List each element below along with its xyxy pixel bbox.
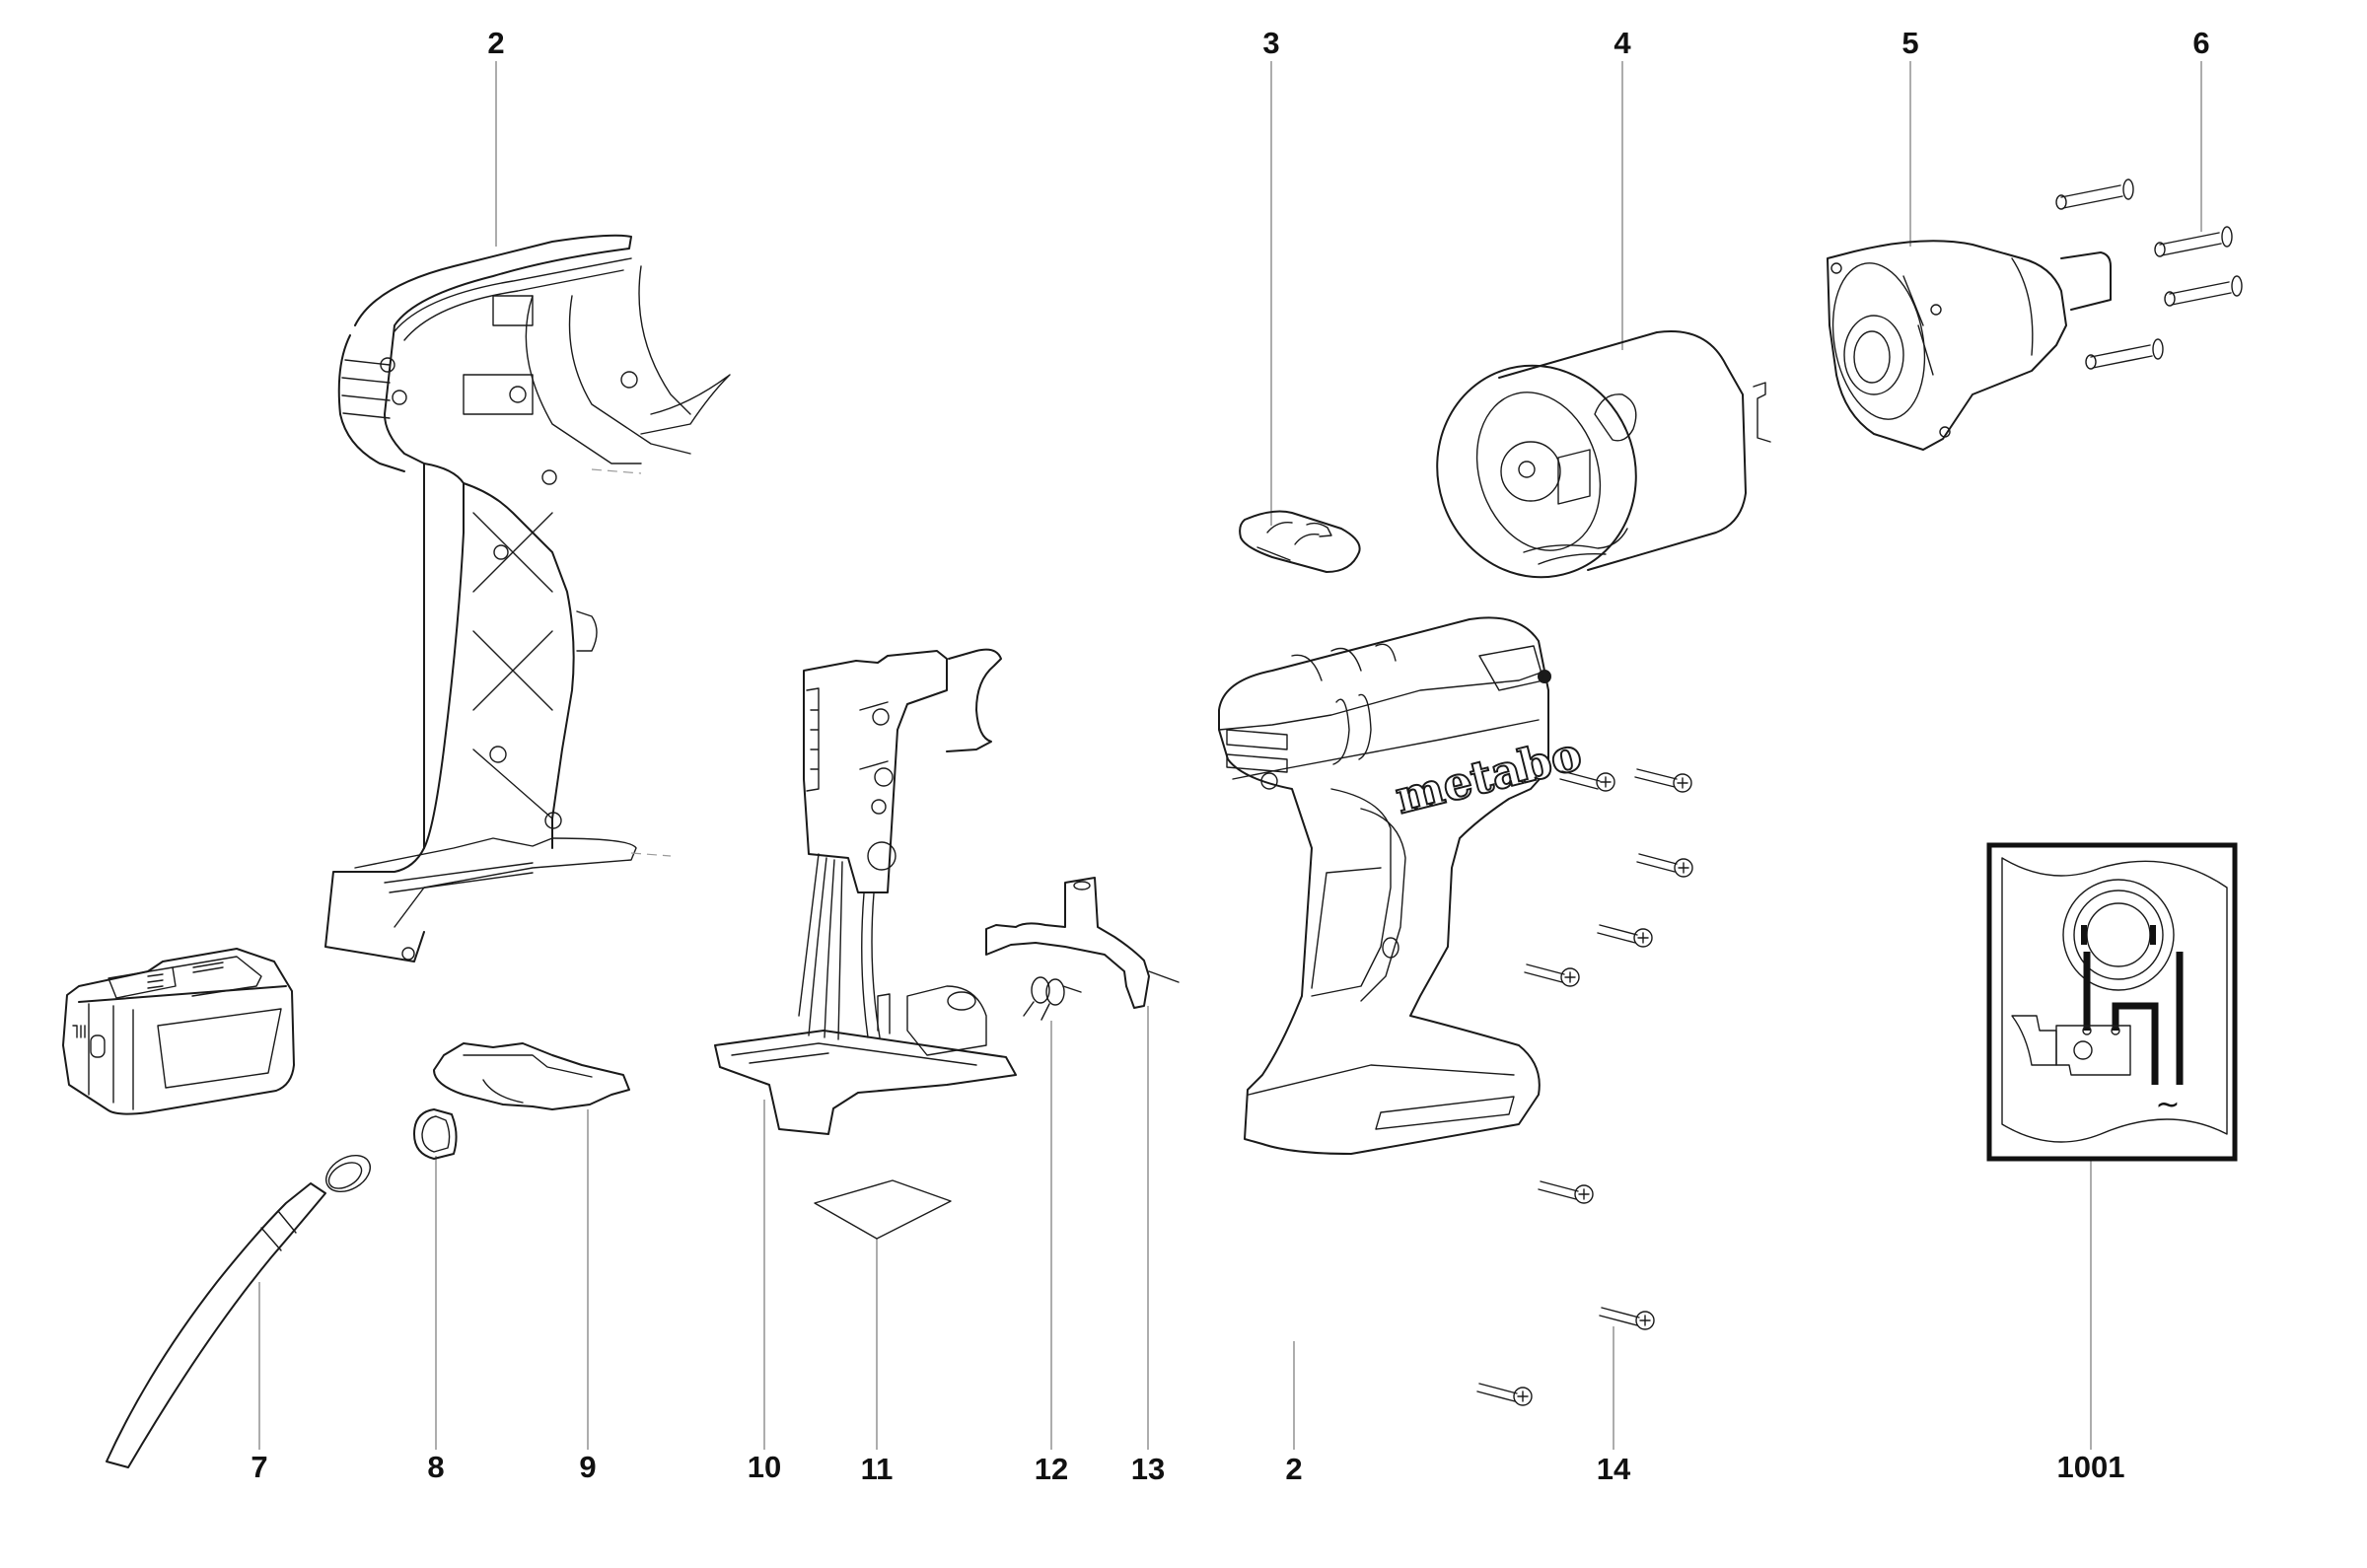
screw bbox=[2154, 226, 2233, 257]
ac-symbol: ~ bbox=[2155, 1088, 2180, 1122]
direction-lever bbox=[985, 877, 1180, 1450]
screw bbox=[2085, 338, 2164, 370]
battery-pack bbox=[62, 948, 295, 1115]
label-14-housing-screws: 14 bbox=[1597, 1452, 1631, 1486]
label-8-ring: 8 bbox=[427, 1450, 444, 1484]
label-7-wrist-strap: 7 bbox=[251, 1450, 267, 1484]
screw bbox=[1524, 963, 1580, 987]
screw bbox=[1597, 924, 1653, 948]
screw bbox=[2164, 275, 2243, 307]
housing-right-half: metabo bbox=[1218, 616, 1588, 1450]
torsion-spring bbox=[1023, 976, 1082, 1450]
wrist-strap bbox=[106, 1154, 371, 1468]
motor bbox=[1436, 61, 1771, 579]
label-12-spring: 12 bbox=[1035, 1452, 1068, 1486]
gearbox-screws bbox=[2055, 61, 2243, 370]
screw bbox=[2055, 178, 2134, 210]
housing-screws bbox=[1476, 768, 1693, 1450]
wiring-diagram-inset: ~ bbox=[1986, 842, 2238, 1450]
brush-cap-part bbox=[1239, 61, 1361, 573]
label-10-switch: 10 bbox=[748, 1450, 781, 1484]
label-11-rating-label: 11 bbox=[861, 1452, 894, 1486]
label-1001-wiring: 1001 bbox=[2057, 1450, 2125, 1484]
housing-left-half bbox=[324, 61, 731, 962]
part-numbers: 2 3 4 5 6 7 8 9 10 11 12 13 2 14 1001 bbox=[251, 26, 2209, 1486]
label-5-gearbox: 5 bbox=[1901, 26, 1918, 60]
belt-clip bbox=[433, 1042, 630, 1450]
label-4-motor: 4 bbox=[1614, 26, 1631, 60]
strap-ring bbox=[413, 1108, 458, 1450]
rating-label bbox=[814, 1179, 952, 1450]
label-2-housing-right: 2 bbox=[1285, 1452, 1302, 1486]
screw bbox=[1538, 1180, 1594, 1204]
metabo-logo: metabo bbox=[1391, 727, 1587, 824]
screw bbox=[1559, 770, 1615, 792]
label-9-belt-clip: 9 bbox=[579, 1450, 596, 1484]
screw bbox=[1599, 1307, 1655, 1330]
label-6-screws: 6 bbox=[2192, 26, 2209, 60]
screw bbox=[1636, 853, 1693, 878]
screw bbox=[1634, 768, 1692, 793]
screw bbox=[1476, 1383, 1533, 1406]
label-13-lever: 13 bbox=[1131, 1452, 1165, 1486]
label-3-brush-cap: 3 bbox=[1262, 26, 1279, 60]
gearbox bbox=[1827, 61, 2112, 451]
label-2-housing-left: 2 bbox=[487, 26, 504, 60]
switch-assembly bbox=[714, 648, 1017, 1450]
